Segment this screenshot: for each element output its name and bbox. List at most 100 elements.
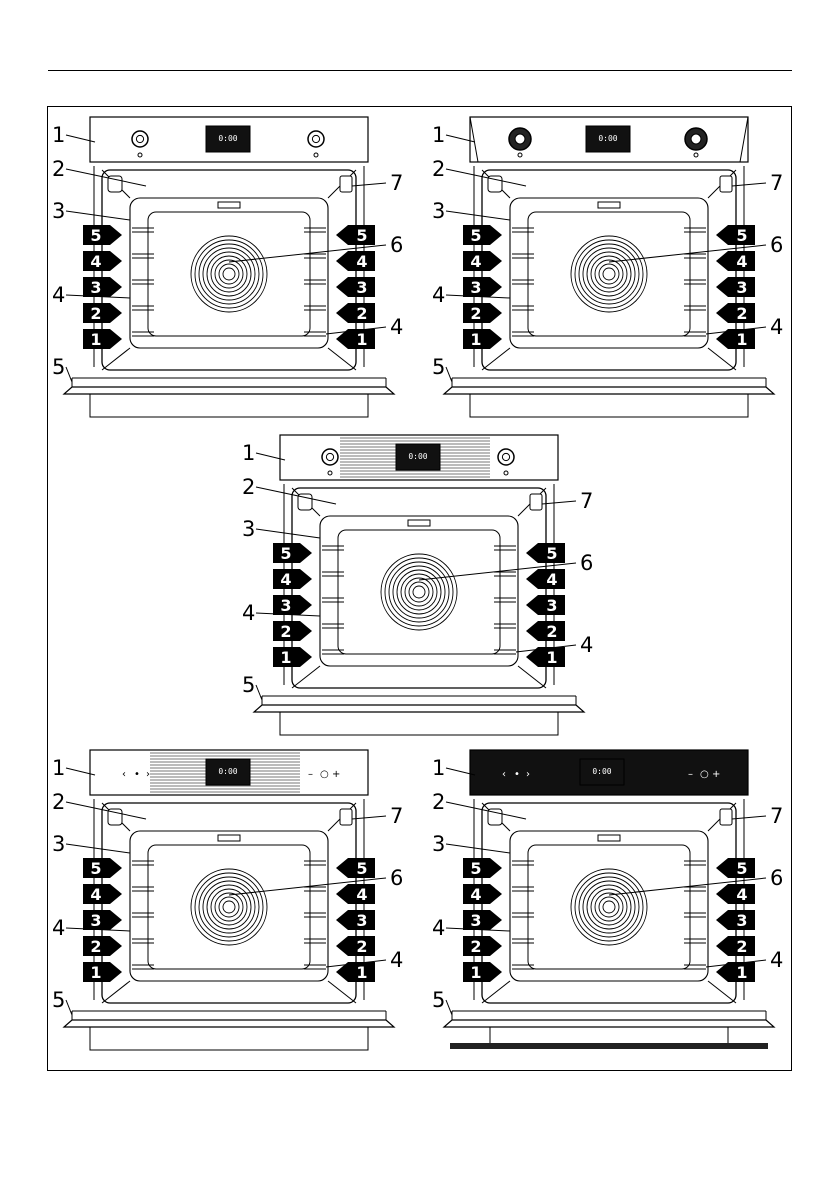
callout-1: 1: [432, 123, 445, 147]
shelf-level-label-left: 1: [280, 648, 291, 667]
touch-key-left: •: [514, 769, 520, 780]
oven-variant-2: 0:00112233445512345674: [430, 112, 790, 432]
callout-6: 6: [770, 233, 783, 257]
oven-variant-5: 0:00‹•›–○+112233445512345674: [430, 745, 790, 1065]
callout-4-left: 4: [52, 916, 65, 940]
touch-key-left: •: [134, 769, 140, 780]
drawer-base: [90, 1027, 368, 1050]
shelf-level-label-left: 5: [90, 859, 101, 878]
knob-left-center: [515, 134, 525, 144]
header-rule: [48, 70, 792, 71]
shelf-level-label-left: 1: [90, 330, 101, 349]
callout-1: 1: [432, 756, 445, 780]
shelf-level-label-left: 2: [90, 937, 101, 956]
oven-variant-3: 0:00112233445512345674: [240, 430, 600, 750]
shelf-level-label-left: 4: [280, 570, 291, 589]
drawer-base: [90, 394, 368, 417]
callout-2: 2: [242, 475, 255, 499]
shelf-level-label-left: 3: [470, 278, 481, 297]
top-element: [218, 202, 240, 208]
shelf-level-label-right: 1: [736, 330, 747, 349]
display-text: 0:00: [218, 767, 237, 776]
base-plinth: [450, 1043, 768, 1049]
callout-5-leader: [446, 1000, 452, 1015]
shelf-level-label-left: 3: [90, 278, 101, 297]
callout-7: 7: [390, 171, 403, 195]
oven-cavity: [94, 799, 364, 1003]
shelf-level-label-right: 2: [356, 304, 367, 323]
callout-3: 3: [52, 199, 65, 223]
shelf-level-label-left: 1: [470, 330, 481, 349]
shelf-level-label-right: 1: [356, 963, 367, 982]
cavity-inner: [320, 516, 518, 666]
callout-1: 1: [242, 441, 255, 465]
cavity-inner: [510, 831, 708, 981]
callout-7: 7: [770, 171, 783, 195]
shelf-level-label-left: 1: [470, 963, 481, 982]
shelf-level-label-left: 2: [470, 937, 481, 956]
callout-4-right: 4: [390, 948, 403, 972]
shelf-level-label-right: 5: [736, 859, 747, 878]
oven-cavity: [94, 166, 364, 370]
shelf-level-label-right: 3: [736, 278, 747, 297]
shelf-level-label-right: 3: [356, 278, 367, 297]
grill-connector: [340, 176, 352, 192]
callout-7-leader: [732, 816, 766, 819]
top-element: [598, 202, 620, 208]
oven-door: [444, 387, 774, 394]
callout-5: 5: [52, 355, 65, 379]
shelf-level-label-left: 3: [280, 596, 291, 615]
callout-7-leader: [542, 501, 576, 504]
display-text: 0:00: [592, 767, 611, 776]
knob-left-center: [136, 135, 143, 142]
callout-7: 7: [390, 804, 403, 828]
shelf-level-label-right: 2: [356, 937, 367, 956]
knob-left-center: [326, 453, 333, 460]
shelf-level-label-left: 4: [470, 252, 481, 271]
cavity-inner: [130, 198, 328, 348]
callout-5-leader: [66, 1000, 72, 1015]
callout-3: 3: [432, 199, 445, 223]
touch-key-left: ›: [146, 769, 150, 780]
top-element: [598, 835, 620, 841]
shelf-level-label-right: 1: [546, 648, 557, 667]
shelf-level-label-left: 2: [470, 304, 481, 323]
shelf-level-label-right: 5: [356, 859, 367, 878]
shelf-level-label-right: 5: [736, 226, 747, 245]
callout-2: 2: [52, 157, 65, 181]
callout-6: 6: [770, 866, 783, 890]
oven-variant-4: 0:00‹•›–○+112233445512345674: [50, 745, 410, 1065]
shelf-level-label-right: 4: [356, 885, 367, 904]
callout-7-leader: [732, 183, 766, 186]
shelf-level-label-left: 4: [470, 885, 481, 904]
callout-4-left: 4: [242, 601, 255, 625]
shelf-level-label-right: 2: [736, 937, 747, 956]
touch-key-left: ‹: [122, 769, 126, 780]
shelf-level-label-left: 5: [470, 859, 481, 878]
shelf-level-label-left: 3: [470, 911, 481, 930]
oven-door: [64, 1020, 394, 1027]
callout-7-leader: [352, 183, 386, 186]
callout-2: 2: [432, 157, 445, 181]
callout-3: 3: [432, 832, 445, 856]
shelf-level-label-left: 2: [280, 622, 291, 641]
callout-2: 2: [432, 790, 445, 814]
shelf-level-label-left: 1: [90, 963, 101, 982]
callout-5: 5: [432, 988, 445, 1012]
top-element: [408, 520, 430, 526]
shelf-level-label-right: 3: [356, 911, 367, 930]
callout-3: 3: [52, 832, 65, 856]
shelf-level-label-left: 2: [90, 304, 101, 323]
touch-key-left: ‹: [502, 769, 506, 780]
shelf-level-label-right: 4: [356, 252, 367, 271]
callout-5-leader: [446, 367, 452, 382]
top-element: [218, 835, 240, 841]
callout-4-right: 4: [770, 948, 783, 972]
callout-4-right: 4: [770, 315, 783, 339]
shelf-level-label-right: 2: [736, 304, 747, 323]
callout-7: 7: [770, 804, 783, 828]
oven-door: [254, 705, 584, 712]
grill-connector: [340, 809, 352, 825]
callout-2: 2: [52, 790, 65, 814]
knob-right-center: [502, 453, 509, 460]
